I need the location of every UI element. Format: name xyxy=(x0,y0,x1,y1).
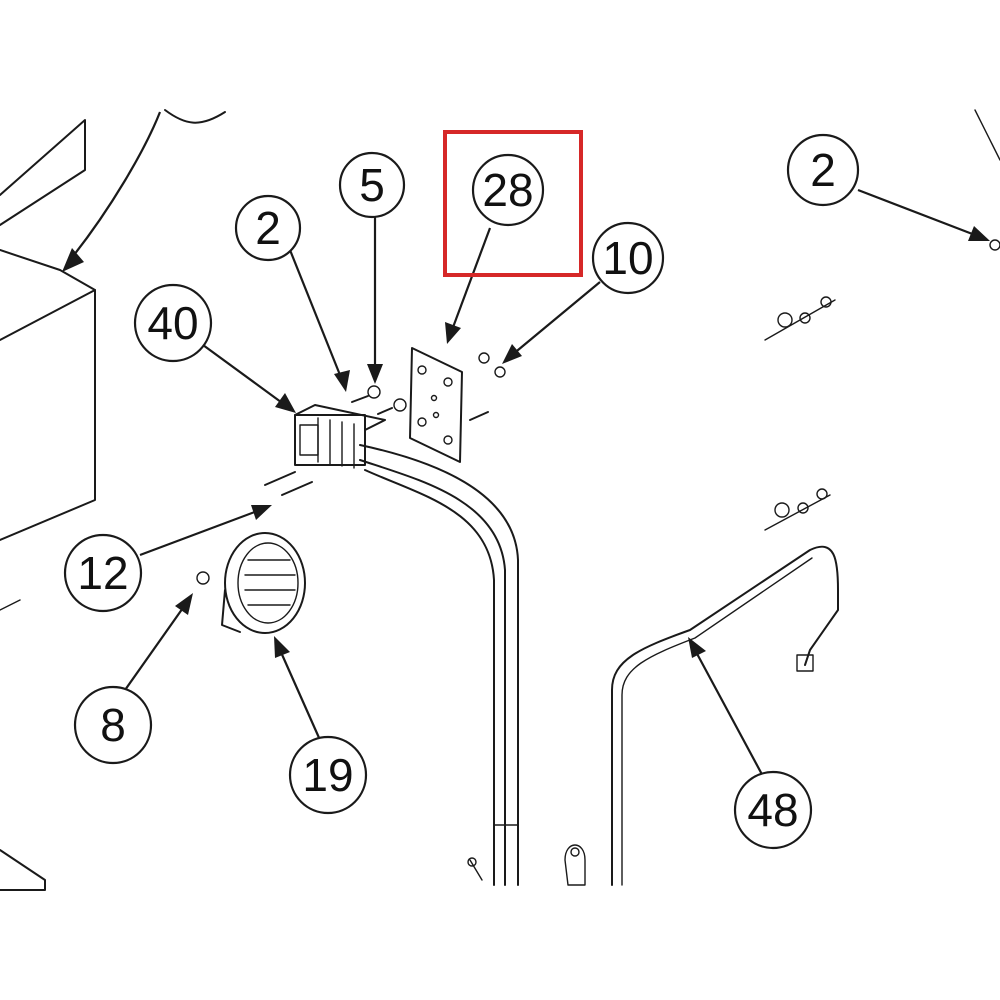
callout-label: 2 xyxy=(810,144,836,196)
callout-12: 12 xyxy=(63,533,143,613)
callout-label: 28 xyxy=(482,164,533,216)
callout-label: 48 xyxy=(747,784,798,836)
callout-label: 40 xyxy=(147,297,198,349)
housing-box xyxy=(0,119,96,891)
callout-28: 28 xyxy=(471,153,545,227)
callout-5: 5 xyxy=(338,151,406,219)
callout-label: 19 xyxy=(302,749,353,801)
horn xyxy=(196,532,306,634)
callout-label: 2 xyxy=(255,202,281,254)
cable-48 xyxy=(611,545,839,886)
wire-harness xyxy=(359,444,519,886)
callout-label: 8 xyxy=(100,699,126,751)
callout-19: 19 xyxy=(288,735,368,815)
fasteners xyxy=(264,352,506,496)
right-brackets xyxy=(764,239,1000,531)
bottom-parts xyxy=(467,844,586,886)
leader-lines xyxy=(62,109,1000,781)
callout-2-right: 2 xyxy=(786,133,860,207)
mounting-plate xyxy=(409,347,463,463)
callout-2-left: 2 xyxy=(234,194,302,262)
callout-48: 48 xyxy=(733,770,813,850)
callout-8: 8 xyxy=(73,685,153,765)
callout-label: 12 xyxy=(77,547,128,599)
callout-label: 5 xyxy=(359,159,385,211)
callout-10: 10 xyxy=(591,221,665,295)
highlight-box xyxy=(443,130,583,277)
callout-40: 40 xyxy=(133,283,213,363)
connector-block xyxy=(294,404,386,469)
callout-label: 10 xyxy=(602,232,653,284)
cable-top xyxy=(164,109,226,124)
